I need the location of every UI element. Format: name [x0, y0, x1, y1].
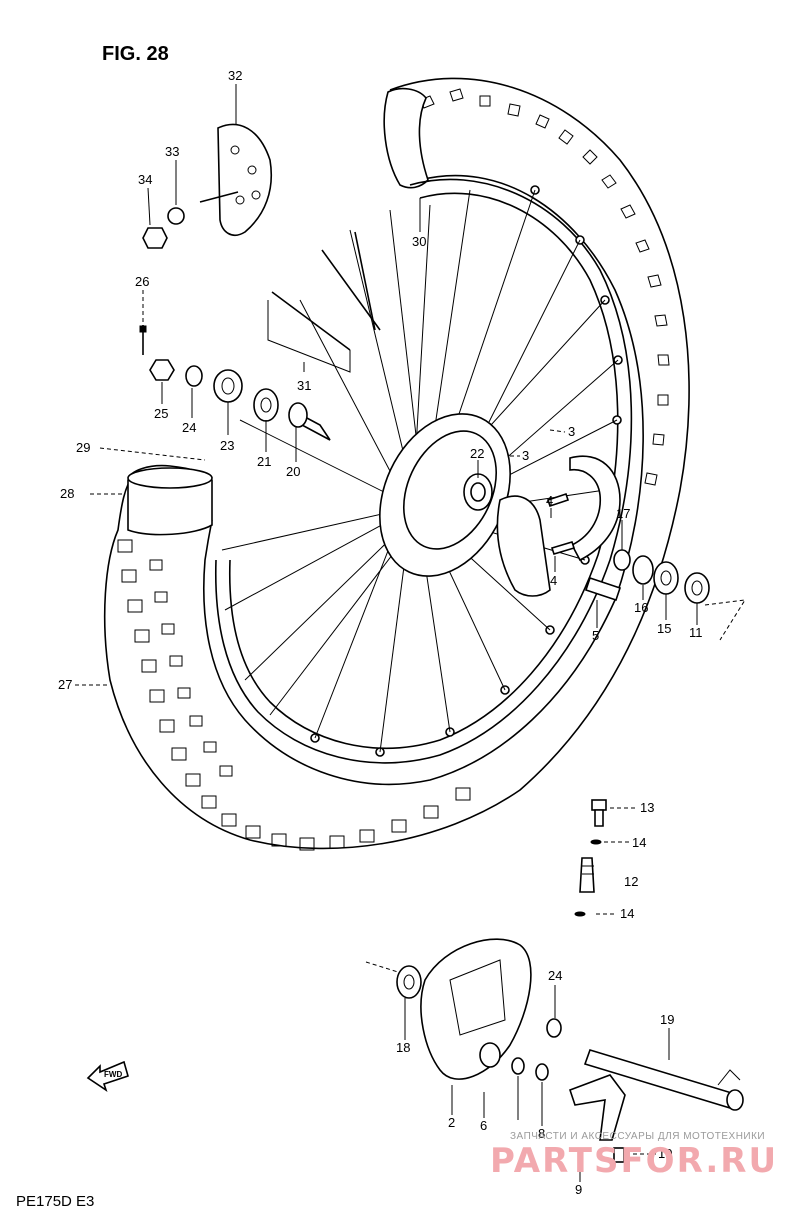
label-21: 21 — [257, 454, 271, 469]
part-6-washer — [511, 1057, 525, 1075]
label-24b: 24 — [548, 968, 562, 983]
label-25: 25 — [154, 406, 168, 421]
label-17: 17 — [616, 506, 630, 521]
label-4b: 4 — [550, 573, 557, 588]
watermark-brand: PARTSFOR.RU — [490, 1141, 778, 1181]
part-34-nut — [142, 227, 168, 249]
watermark-caption: ЗАПЧАСТИ И АКСЕССУАРЫ ДЛЯ МОТОТЕХНИКИ — [510, 1131, 765, 1142]
label-13: 13 — [640, 800, 654, 815]
label-27: 27 — [58, 677, 72, 692]
figure-title: FIG. 28 — [102, 43, 169, 65]
label-32: 32 — [228, 68, 242, 83]
watermark: ЗАПЧАСТИ И АКСЕССУАРЫ ДЛЯ МОТОТЕХНИКИ PA… — [490, 1131, 778, 1181]
label-29: 29 — [76, 440, 90, 455]
part-26-pin — [139, 325, 147, 355]
front-tire — [103, 77, 690, 851]
label-18: 18 — [396, 1040, 410, 1055]
label-16: 16 — [634, 600, 648, 615]
part-20-spacer-tube — [288, 402, 331, 441]
label-3b: 3 — [522, 448, 529, 463]
brake-shoes — [496, 455, 621, 597]
part-33-washer — [167, 207, 185, 225]
label-31: 31 — [297, 378, 311, 393]
part-18-seal — [396, 965, 422, 999]
label-6: 6 — [480, 1118, 487, 1133]
label-12: 12 — [624, 874, 638, 889]
fork-boot — [127, 464, 213, 536]
label-14a: 14 — [632, 835, 646, 850]
part-25-nut — [149, 359, 175, 381]
label-26: 26 — [135, 274, 149, 289]
part-19-axle — [583, 1049, 744, 1111]
label-9: 9 — [575, 1182, 582, 1197]
label-33: 33 — [165, 144, 179, 159]
part-13-fitting — [591, 799, 607, 827]
spokes — [221, 189, 619, 753]
part-8-washer — [535, 1063, 549, 1081]
label-15: 15 — [657, 621, 671, 636]
label-3a: 3 — [568, 424, 575, 439]
label-24: 24 — [182, 420, 196, 435]
part-2-brake-panel — [420, 938, 532, 1080]
label-14b: 14 — [620, 906, 634, 921]
label-11: 11 — [689, 625, 703, 640]
label-28: 28 — [60, 486, 74, 501]
part-24-washer-lower — [546, 1018, 562, 1038]
part-cam-lever — [568, 1074, 626, 1141]
label-8: 8 — [538, 1126, 545, 1141]
label-5: 5 — [592, 628, 599, 643]
part-32-guard — [199, 123, 273, 236]
label-20: 20 — [286, 464, 300, 479]
part-labels: 32 33 34 26 25 24 23 21 20 31 30 29 28 2… — [58, 68, 703, 1197]
label-22: 22 — [470, 446, 484, 461]
part-14-clip-lower — [574, 911, 586, 917]
part-14-clip-upper — [590, 839, 602, 845]
label-19: 19 — [660, 1012, 674, 1027]
label-30: 30 — [412, 234, 426, 249]
part-16-seal — [632, 555, 654, 585]
leader-lines — [75, 84, 698, 1182]
model-code: PE175D E3 — [16, 1193, 94, 1210]
part-23-spacer — [213, 369, 243, 403]
part-17-washer — [613, 549, 631, 571]
part-31-spokes — [267, 231, 381, 373]
part-21-bearing — [253, 388, 279, 422]
fwd-arrow-icon: FWD — [86, 1060, 129, 1092]
part-10-bolt — [613, 1147, 625, 1163]
part-4-spring-lower — [550, 541, 576, 555]
label-4a: 4 — [546, 493, 553, 508]
label-23: 23 — [220, 438, 234, 453]
fwd-label: FWD — [104, 1070, 122, 1079]
part-11-seal — [684, 572, 710, 604]
part-15-bearing — [653, 561, 679, 595]
label-34: 34 — [138, 172, 152, 187]
part-4-spring-upper — [546, 492, 570, 508]
tire-tread — [117, 88, 670, 851]
part-24-washer — [185, 365, 203, 387]
label-10: 10 — [658, 1146, 672, 1161]
part-5-cam — [584, 576, 622, 602]
part-12-fitting — [579, 857, 595, 893]
hub-parts-guide — [704, 599, 746, 641]
front-hub — [379, 413, 511, 577]
label-2: 2 — [448, 1115, 455, 1130]
